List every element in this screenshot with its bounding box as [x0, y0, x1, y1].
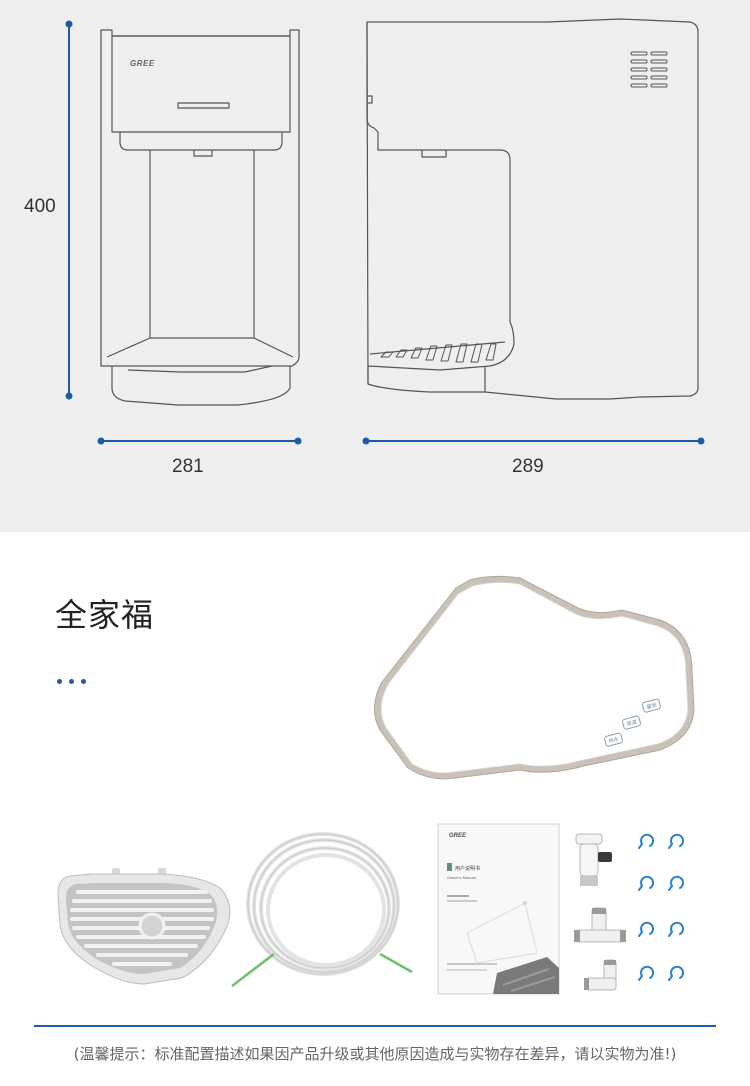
panel-button-hot: 热水 — [608, 735, 619, 744]
tee-connector — [574, 907, 626, 943]
elbow-connector — [584, 959, 617, 991]
width-dimension-line — [97, 437, 302, 445]
dimension-svg — [65, 18, 705, 445]
section-title: 全家福 — [55, 596, 155, 634]
dimension-drawing: GREE 400 281 289 — [0, 0, 750, 532]
panel-button-lock: 童锁 — [646, 701, 657, 710]
hose-clips-image — [638, 833, 685, 981]
ball-valve — [575, 833, 612, 886]
depth-dimension-line — [362, 437, 705, 445]
footer-divider — [34, 1025, 716, 1027]
drip-tray-slots — [380, 343, 497, 363]
height-dimension-line — [65, 20, 73, 400]
gree-logo: GREE — [130, 59, 155, 68]
hose-ties — [231, 952, 413, 987]
drip-tray-image — [57, 868, 231, 985]
width-label: 281 — [172, 456, 204, 477]
panel-touch-buttons: 热水 常温 童锁 — [604, 698, 661, 747]
manual-brand: GREE — [449, 833, 467, 839]
section-dots — [57, 671, 93, 689]
water-hose-image — [231, 832, 413, 987]
panel-button-normal: 常温 — [626, 718, 637, 727]
footer-note: (温馨提示：标准配置描述如果因产品升级或其他原因造成与实物存在差异，请以实物为准… — [73, 1045, 677, 1063]
owners-manual-image: GREE 用户说明书 Owner's Manual — [437, 823, 560, 995]
side-view-outline — [366, 18, 699, 400]
depth-label: 289 — [512, 456, 544, 477]
height-label: 400 — [24, 196, 56, 217]
fittings-image — [574, 833, 626, 991]
manual-subtitle: Owner's Manual — [447, 875, 476, 880]
manual-title: 用户说明书 — [455, 865, 480, 872]
vent-grille — [630, 51, 668, 88]
top-panel-image: 热水 常温 童锁 — [374, 575, 695, 780]
front-view-outline — [100, 29, 300, 406]
